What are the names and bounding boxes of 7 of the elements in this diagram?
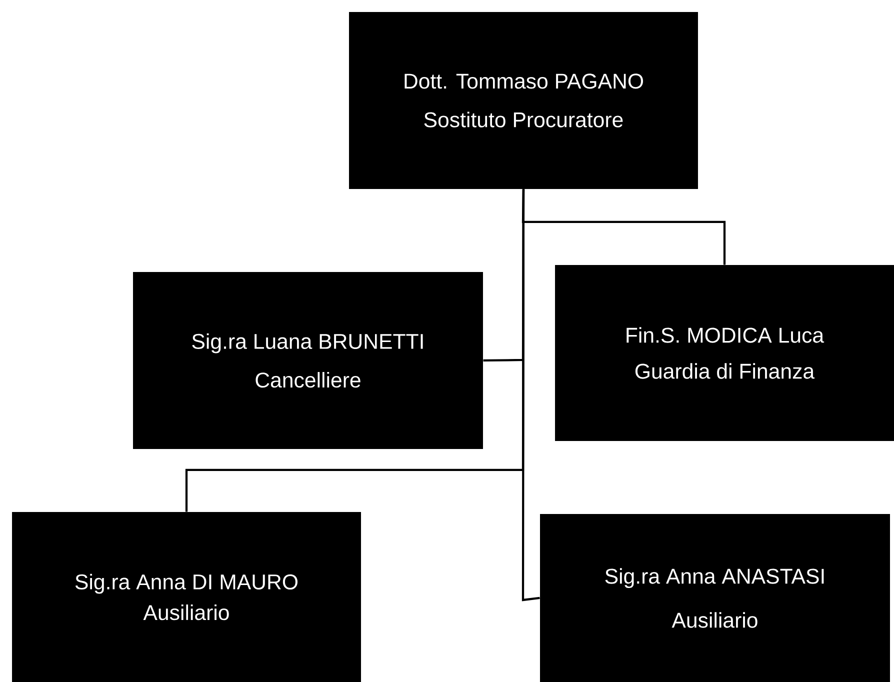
org-box: Sig.ra Anna DI MAURO Ausiliario (12, 512, 361, 682)
org-box: Dott. Tommaso PAGANO Sostituto Procuratore (349, 12, 698, 189)
connector-line (522, 189, 540, 602)
connector-line (522, 189, 726, 265)
org-box: Sig.ra Anna ANASTASI Ausiliario (540, 514, 890, 682)
org-box: Fin.S. MODICA Luca Guardia di Finanza (555, 265, 894, 441)
org-box: Sig.ra Luana BRUNETTI Cancelliere (133, 272, 483, 449)
